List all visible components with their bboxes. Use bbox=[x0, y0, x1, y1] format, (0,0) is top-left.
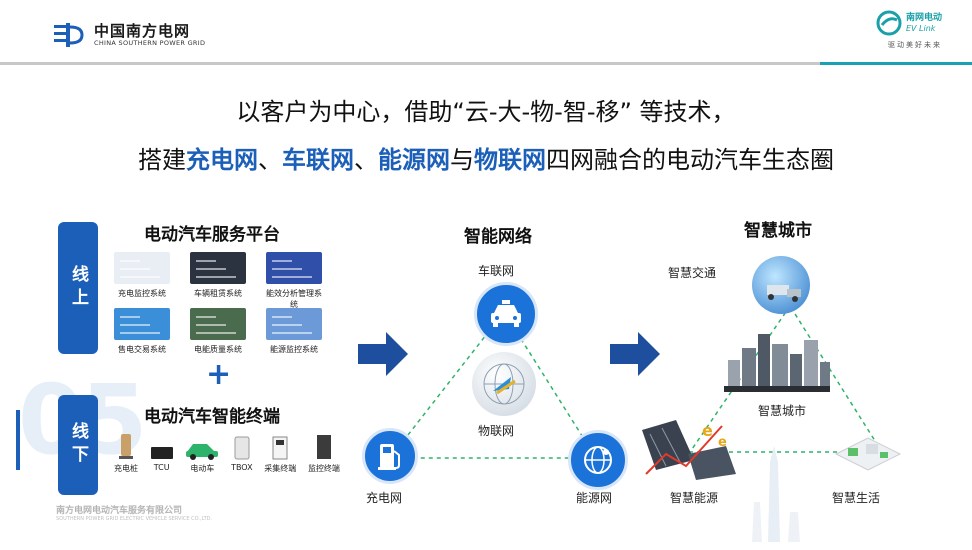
network-title: 智能网络 bbox=[464, 227, 532, 247]
plus-sign: + bbox=[206, 357, 232, 392]
brand-en: CHINA SOUTHERN POWER GRID bbox=[94, 39, 206, 47]
smart-traffic-globe-icon bbox=[752, 256, 810, 314]
system-card: 能源监控系统 bbox=[264, 308, 324, 355]
system-label: 电能质量系统 bbox=[194, 345, 242, 354]
arrow-right-icon bbox=[358, 332, 408, 376]
terminal-item: TCU bbox=[150, 430, 174, 474]
monitor-terminal-icon bbox=[308, 430, 340, 460]
charging-station-icon bbox=[362, 428, 418, 484]
system-thumbnail bbox=[266, 252, 322, 284]
header: 中国南方电网 CHINA SOUTHERN POWER GRID 南网电动 EV… bbox=[0, 0, 972, 68]
csg-logo: 中国南方电网 CHINA SOUTHERN POWER GRID bbox=[52, 20, 205, 50]
network-center-label: 物联网 bbox=[478, 424, 515, 438]
city-traffic-label: 智慧交通 bbox=[668, 266, 717, 280]
system-thumbnail bbox=[114, 308, 170, 340]
network-top-label: 车联网 bbox=[478, 264, 515, 278]
city-energy-label: 智慧能源 bbox=[670, 491, 719, 505]
terminal-item: 充电桩 bbox=[114, 430, 138, 474]
system-label: 车辆租赁系统 bbox=[194, 289, 242, 298]
terminal-item: TBOX bbox=[231, 430, 253, 474]
globe-icon bbox=[472, 352, 536, 416]
terminal-item: 监控终端 bbox=[308, 430, 340, 474]
terminal-label: 监控终端 bbox=[307, 464, 340, 473]
system-thumbnail bbox=[266, 308, 322, 340]
header-divider bbox=[0, 62, 820, 65]
arrow-right-icon bbox=[610, 332, 660, 376]
city-life-label: 智慧生活 bbox=[832, 491, 881, 505]
brand-cn: 中国南方电网 bbox=[94, 22, 191, 40]
tab-offline: 线下 bbox=[58, 395, 98, 495]
terminal-item: 电动车 bbox=[185, 430, 219, 474]
headline-separator: 、 bbox=[354, 146, 378, 174]
header-divider-accent bbox=[820, 62, 972, 65]
ev-link-logo: 南网电动 EV Link 驱动美好未来 bbox=[832, 10, 942, 60]
energy-globe-icon bbox=[568, 430, 628, 490]
svg-text:e: e bbox=[702, 421, 713, 440]
watermark-bar bbox=[16, 410, 20, 470]
tcu-icon bbox=[150, 430, 174, 460]
tab-online: 线上 bbox=[58, 222, 98, 354]
city-skyline-image bbox=[724, 330, 830, 392]
system-card: 充电监控系统 bbox=[112, 252, 172, 299]
headline-highlight-iot: 物联网 bbox=[474, 146, 546, 174]
system-label: 充电监控系统 bbox=[118, 289, 166, 298]
tbox-icon bbox=[231, 430, 253, 460]
headline-text: 与 bbox=[450, 146, 474, 174]
watermark-company-cn: 南方电网电动汽车服务有限公司 bbox=[56, 506, 183, 516]
terminal-label: TCU bbox=[153, 463, 170, 472]
tab-offline-label: 线下 bbox=[68, 422, 88, 468]
terminal-label: TBOX bbox=[231, 463, 253, 472]
system-card: 售电交易系统 bbox=[112, 308, 172, 355]
system-thumbnail bbox=[190, 252, 246, 284]
smart-energy-image: e e bbox=[636, 414, 738, 484]
city-title: 智慧城市 bbox=[744, 221, 812, 241]
platform-title: 电动汽车服务平台 bbox=[144, 225, 280, 245]
terminal-title: 电动汽车智能终端 bbox=[144, 407, 280, 427]
terminal-label: 采集终端 bbox=[264, 464, 297, 473]
smart-life-image bbox=[830, 424, 906, 480]
charging-pile-icon bbox=[114, 430, 138, 460]
system-card: 能效分析管理系统 bbox=[264, 252, 324, 310]
ev-brand-en: EV Link bbox=[905, 24, 936, 33]
terminal-label: 充电桩 bbox=[114, 464, 138, 473]
network-right-label: 能源网 bbox=[576, 491, 613, 505]
terminal-row: 充电桩 TCU 电动车 TBOX 采集终端 监控终端 bbox=[114, 430, 340, 474]
collector-terminal-icon bbox=[264, 430, 296, 460]
headline-line1: 以客户为中心，借助“云-大-物-智-移” 等技术， bbox=[236, 98, 736, 126]
system-label: 能效分析管理系统 bbox=[266, 289, 322, 309]
network-left-label: 充电网 bbox=[366, 491, 403, 505]
network-triangle bbox=[388, 310, 598, 459]
taxi-icon bbox=[474, 282, 538, 346]
svg-text:e: e bbox=[718, 435, 727, 450]
watermark-company-en: SOUTHERN POWER GRID ELECTRIC VEHICLE SER… bbox=[56, 516, 213, 522]
system-thumbnail bbox=[190, 308, 246, 340]
csg-logo-icon bbox=[54, 23, 84, 47]
system-thumbnail bbox=[114, 252, 170, 284]
system-label: 售电交易系统 bbox=[118, 345, 166, 354]
ev-car-icon bbox=[185, 430, 219, 460]
tab-online-label: 线上 bbox=[68, 265, 88, 311]
headline-text: 搭建 bbox=[138, 146, 186, 174]
system-card: 电能质量系统 bbox=[188, 308, 248, 355]
terminal-label: 电动车 bbox=[190, 464, 215, 473]
headline-highlight-vehicle: 车联网 bbox=[282, 146, 354, 174]
ev-brand-cn: 南网电动 bbox=[905, 13, 942, 23]
terminal-item: 采集终端 bbox=[264, 430, 296, 474]
ev-slogan: 驱动美好未来 bbox=[888, 41, 942, 49]
ev-link-logo-icon bbox=[876, 10, 902, 36]
system-card: 车辆租赁系统 bbox=[188, 252, 248, 299]
headline-separator: 、 bbox=[258, 146, 282, 174]
headline-line2: 搭建充电网、车联网、能源网与物联网四网融合的电动汽车生态圈 bbox=[0, 140, 972, 175]
city-tower-outline bbox=[744, 442, 804, 542]
system-label: 能源监控系统 bbox=[270, 345, 318, 354]
headline-text: 四网融合的电动汽车生态圈 bbox=[546, 146, 834, 174]
headline-highlight-charging: 充电网 bbox=[186, 146, 258, 174]
city-center-label: 智慧城市 bbox=[758, 404, 807, 418]
headline-highlight-energy: 能源网 bbox=[378, 146, 450, 174]
